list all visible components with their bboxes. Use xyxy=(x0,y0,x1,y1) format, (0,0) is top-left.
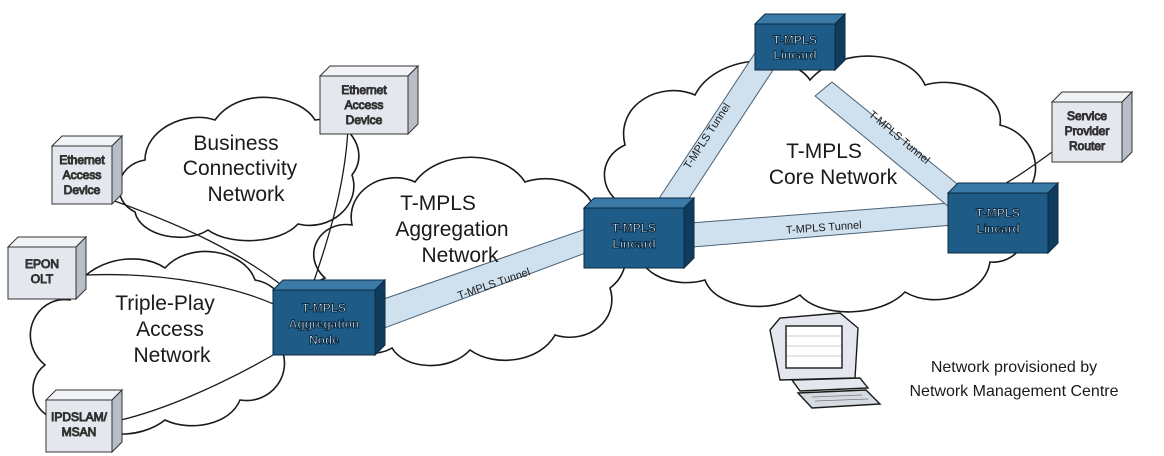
tmpls-nodes: T-MPLS Aggregation Node T-MPLS Lincard T… xyxy=(271,12,1060,357)
triple-play-label-line-1: Triple-Play xyxy=(115,292,215,315)
ethernet-access-device-top: Ethernet Access Device xyxy=(318,64,420,136)
ethernet-access-left-line-1: Ethernet xyxy=(59,153,105,167)
ethernet-access-left-line-3: Device xyxy=(64,183,101,197)
ethernet-access-top-line-2: Access xyxy=(345,98,384,112)
management-computer-icon xyxy=(769,312,882,409)
caption-line-2: Network Management Centre xyxy=(910,383,1119,400)
lincard-top: T-MPLS Lincard xyxy=(753,12,847,72)
line-epon xyxy=(85,273,291,313)
epon-olt-line-1: EPON xyxy=(25,257,59,271)
ipdslam-msan-device: IPDSLAM/ MSAN xyxy=(44,388,124,454)
lincard-right-line-1: T-MPLS xyxy=(976,206,1020,220)
business-label-line-1: Business xyxy=(193,132,278,155)
aggregation-node: T-MPLS Aggregation Node xyxy=(271,278,387,357)
cloud-triple-play xyxy=(29,250,290,435)
lincard-top-line-1: T-MPLS xyxy=(773,33,817,47)
business-label-line-2: Connectivity xyxy=(183,157,298,180)
epon-olt-line-2: OLT xyxy=(31,272,54,286)
business-label-line-3: Network xyxy=(207,183,285,206)
lincard-center-line-2: Lincard xyxy=(612,237,655,251)
ipdslam-msan-line-1: IPDSLAM/ xyxy=(51,410,108,424)
ethernet-access-top-line-3: Device xyxy=(346,113,383,127)
aggregation-label-line-1: T-MPLS xyxy=(400,192,476,215)
cloud-labels: Business Connectivity Network T-MPLS Agg… xyxy=(115,132,897,367)
tunnel-label-center-right: T-MPLS Tunnel xyxy=(786,219,862,236)
lincard-center: T-MPLS Lincard xyxy=(582,196,696,270)
caption-line-1: Network provisioned by xyxy=(931,359,1097,376)
core-label-line-1: T-MPLS xyxy=(786,140,862,163)
lincard-top-line-2: Lincard xyxy=(773,48,816,62)
ethernet-access-top-line-1: Ethernet xyxy=(341,83,387,97)
router-line-3: Router xyxy=(1069,139,1105,153)
aggregation-node-line-2: Aggregation xyxy=(289,317,360,331)
router-line-2: Provider xyxy=(1065,124,1110,138)
router-line-1: Service xyxy=(1067,109,1107,123)
line-ipdslam xyxy=(111,347,286,423)
service-provider-router-device: Service Provider Router xyxy=(1050,90,1134,164)
epon-olt-device: EPON OLT xyxy=(6,235,88,301)
lincard-right: T-MPLS Lincard xyxy=(946,181,1060,255)
line-ethernet-left xyxy=(111,199,299,299)
lincard-center-line-1: T-MPLS xyxy=(612,221,656,235)
aggregation-node-line-3: Node xyxy=(309,333,339,347)
ethernet-access-device-left: Ethernet Access Device xyxy=(50,134,124,206)
aggregation-node-line-1: T-MPLS xyxy=(302,301,346,315)
aggregation-label-line-3: Network xyxy=(421,244,499,267)
ipdslam-msan-line-2: MSAN xyxy=(62,425,97,439)
access-devices: Ethernet Access Device Ethernet Access D… xyxy=(6,64,1134,454)
triple-play-label-line-3: Network xyxy=(133,344,211,367)
core-label-line-2: Core Network xyxy=(769,166,898,189)
clouds xyxy=(29,55,1037,435)
aggregation-label-line-2: Aggregation xyxy=(395,218,508,241)
lincard-right-line-2: Lincard xyxy=(976,222,1019,236)
triple-play-label-line-2: Access xyxy=(136,318,204,341)
ethernet-access-left-line-2: Access xyxy=(63,168,102,182)
caption: Network provisioned by Network Managemen… xyxy=(910,359,1119,400)
